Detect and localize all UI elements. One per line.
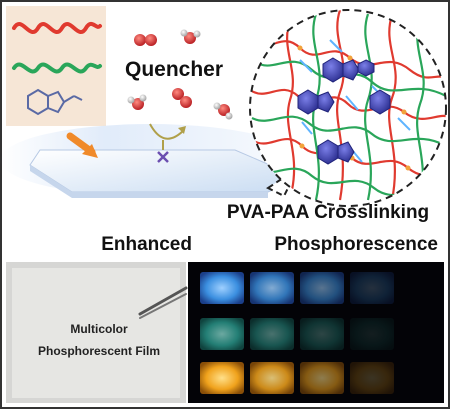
- pva-chain-icon: [12, 22, 102, 34]
- water-molecule-icon: [213, 102, 233, 120]
- emission-tile-cyan: [350, 318, 394, 350]
- film-sample: [12, 268, 180, 398]
- emission-tile-cyan: [300, 318, 344, 350]
- phosphor-molecules: [297, 57, 391, 165]
- water-molecule-icon: [180, 29, 201, 44]
- arrow-icon: [149, 123, 186, 140]
- emission-tile-yellow: [300, 362, 344, 394]
- film-label-line2: Phosphorescent Film: [38, 344, 160, 358]
- film-photo: Multicolor Phosphorescent Film: [6, 262, 188, 403]
- emission-tile-blue: [200, 272, 244, 304]
- emission-grid: [200, 272, 394, 394]
- crosslink-points: [297, 45, 411, 171]
- phosphor-molecule-icon: [27, 88, 83, 116]
- film-label-line1: Multicolor: [70, 322, 128, 336]
- film-edge: [30, 165, 268, 198]
- emission-photo: [188, 262, 444, 403]
- emission-tile-blue: [350, 272, 394, 304]
- cross-mark-icon: [157, 151, 169, 163]
- emission-tile-yellow: [250, 362, 294, 394]
- emission-tile-yellow: [350, 362, 394, 394]
- phosphorescence-label: Phosphorescence: [274, 234, 438, 255]
- oxygen-molecule-icon: [134, 34, 157, 46]
- emission-tile-cyan: [200, 318, 244, 350]
- polymer-legend-panel: [6, 6, 106, 126]
- emission-tile-blue: [250, 272, 294, 304]
- oxygen-molecule-icon: [172, 88, 192, 108]
- crosslinking-label: PVA-PAA Crosslinking: [227, 202, 429, 223]
- emission-tile-blue: [300, 272, 344, 304]
- water-molecule-icon: [127, 94, 147, 110]
- enhanced-label: Enhanced: [101, 234, 192, 255]
- paa-chain-icon: [12, 62, 102, 74]
- tweezers-icon: [138, 286, 188, 316]
- orange-arrow-icon: [66, 132, 98, 158]
- emission-tile-yellow: [200, 362, 244, 394]
- quencher-label: Quencher: [125, 58, 223, 81]
- network-zoom-circle: [249, 9, 447, 207]
- emission-tile-cyan: [250, 318, 294, 350]
- zoom-circle-border: [249, 9, 447, 207]
